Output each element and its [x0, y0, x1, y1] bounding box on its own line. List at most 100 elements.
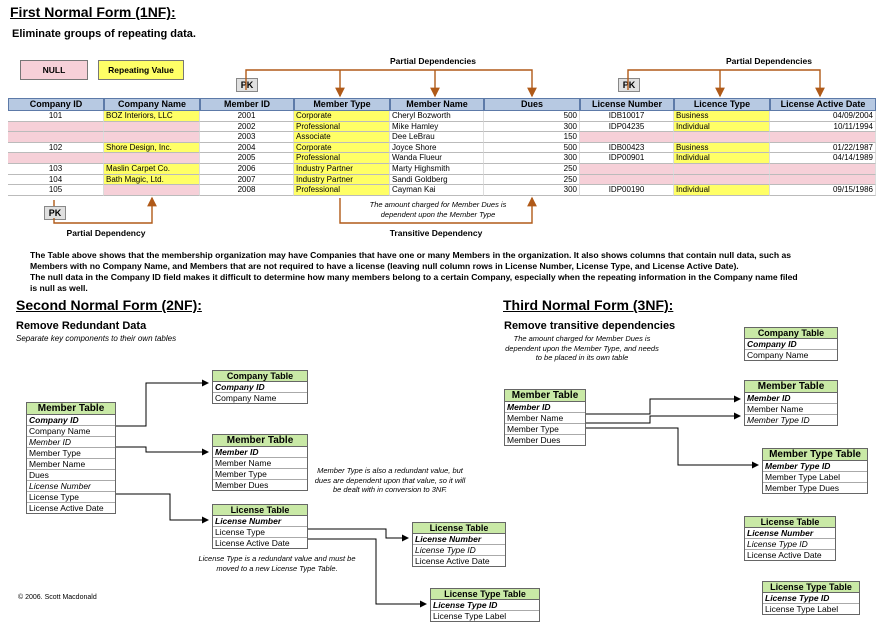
cell-license-active-date: 04/14/1989	[770, 153, 876, 164]
nf3-member-type-table: Member Type Table Member Type ID Member …	[762, 448, 868, 494]
cell-company-id	[8, 153, 104, 164]
table-title: Member Table	[505, 390, 585, 402]
nf3-note: The amount charged for Member Dues is de…	[505, 334, 659, 362]
cell-license-number: IDB00423	[580, 142, 674, 154]
table-title: License Table	[745, 517, 835, 528]
nf2-title: Second Normal Form (2NF):	[16, 297, 202, 313]
dues-note: The amount charged for Member Dues is de…	[369, 200, 507, 219]
field-company-id: Company ID	[745, 339, 837, 350]
cell-member-name: Sandi Goldberg	[390, 174, 484, 186]
pk-license-number: PK	[618, 78, 640, 92]
cell-company-id: 101	[8, 111, 104, 122]
cell-member-type: Professional	[294, 121, 390, 133]
field-member-type: Member Type	[27, 448, 115, 459]
cell-member-id: 2005	[200, 153, 294, 164]
nf1-table: Company ID Company Name Member ID Member…	[8, 98, 876, 196]
field-member-id: Member ID	[27, 437, 115, 448]
cell-company-id	[8, 121, 104, 133]
cell-licence-type	[674, 132, 770, 143]
cell-member-type: Corporate	[294, 142, 390, 154]
nf2-member-table: Member Table Company ID Company Name Mem…	[26, 402, 116, 514]
cell-company-name: Maslin Carpet Co.	[104, 163, 200, 175]
relationship-lines	[114, 379, 759, 608]
license-type-note: License Type is a redundant value and mu…	[198, 554, 356, 573]
cell-dues: 250	[484, 174, 580, 186]
cell-member-name: Marty Highsmith	[390, 163, 484, 175]
cell-license-active-date: 09/15/1986	[770, 185, 876, 196]
legend-null: NULL	[20, 60, 88, 80]
cell-member-id: 2006	[200, 163, 294, 175]
cell-member-name: Cheryl Bozworth	[390, 111, 484, 122]
cell-dues: 250	[484, 163, 580, 175]
field-license-number: License Number	[27, 481, 115, 492]
field-license-type: License Type	[27, 492, 115, 503]
description-line-1: The Table above shows that the membershi…	[30, 250, 792, 260]
nf2-member-table-2: Member Table Member ID Member Name Membe…	[212, 434, 308, 491]
table-title: Member Table	[745, 381, 837, 393]
cell-member-id: 2002	[200, 121, 294, 133]
table-title: Company Table	[213, 371, 307, 382]
field-member-type: Member Type	[505, 424, 585, 435]
col-member-type: Member Type	[294, 98, 390, 111]
member-type-note: Member Type is also a redundant value, b…	[314, 466, 466, 494]
nf3-title: Third Normal Form (3NF):	[503, 297, 674, 313]
cell-company-name: Bath Magic, Ltd.	[104, 174, 200, 186]
nf1-description: The Table above shows that the membershi…	[30, 250, 866, 294]
cell-licence-type: Individual	[674, 185, 770, 196]
table-title: Member Table	[213, 435, 307, 447]
cell-dues: 500	[484, 142, 580, 154]
cell-license-number	[580, 132, 674, 143]
field-license-type-label: License Type Label	[433, 611, 507, 621]
description-line-3: The null data in the Company ID field ma…	[30, 272, 798, 282]
cell-company-id: 102	[8, 142, 104, 154]
nf3-subtitle: Remove transitive dependencies	[504, 320, 676, 332]
cell-member-type: Professional	[294, 185, 390, 196]
field-company-id: Company ID	[213, 382, 307, 393]
copyright: © 2006. Scott Macdonald	[18, 594, 97, 601]
legend-repeating: Repeating Value	[98, 60, 184, 80]
field-member-id: Member ID	[745, 393, 837, 404]
field-license-active-date: License Active Date	[29, 503, 104, 513]
cell-licence-type	[674, 174, 770, 186]
cell-member-id: 2007	[200, 174, 294, 186]
nf3-member-table: Member Table Member ID Member Name Membe…	[504, 389, 586, 446]
cell-license-active-date: 10/11/1994	[770, 121, 876, 133]
partial-dependency-label: Partial Dependency	[66, 228, 146, 238]
cell-license-number: IDP00901	[580, 153, 674, 164]
field-license-type-label: License Type Label	[765, 604, 839, 614]
col-licence-type: Licence Type	[674, 98, 770, 111]
field-license-type-id: License Type ID	[763, 593, 859, 604]
nf1-subtitle: Eliminate groups of repeating data.	[12, 28, 196, 40]
cell-licence-type	[674, 163, 770, 175]
col-company-id: Company ID	[8, 98, 104, 111]
nf1-table-header: Company ID Company Name Member ID Member…	[8, 98, 876, 111]
col-dues: Dues	[484, 98, 580, 111]
cell-member-type: Associate	[294, 132, 390, 143]
description-line-2: Members with no Company Name, and Member…	[30, 261, 739, 271]
cell-license-number: IDP04235	[580, 121, 674, 133]
field-member-type-id: Member Type ID	[747, 415, 810, 425]
field-license-number: License Number	[413, 534, 505, 545]
col-member-name: Member Name	[390, 98, 484, 111]
field-license-active-date: License Active Date	[415, 556, 490, 566]
field-member-name: Member Name	[505, 413, 585, 424]
table-title: Member Table	[27, 403, 115, 415]
field-dues: Dues	[27, 470, 115, 481]
field-company-name: Company Name	[215, 393, 277, 403]
nf1-title: First Normal Form (1NF):	[10, 4, 176, 20]
cell-member-name: Cayman Kai	[390, 185, 484, 196]
cell-company-name	[104, 185, 200, 196]
field-member-type-dues: Member Type Dues	[765, 483, 840, 493]
field-member-id: Member ID	[213, 447, 307, 458]
table-title: Company Table	[745, 328, 837, 339]
cell-license-number: IDB10017	[580, 111, 674, 122]
cell-member-name: Dee LeBrau	[390, 132, 484, 143]
table-title: License Type Table	[763, 582, 859, 593]
cell-company-id: 104	[8, 174, 104, 186]
